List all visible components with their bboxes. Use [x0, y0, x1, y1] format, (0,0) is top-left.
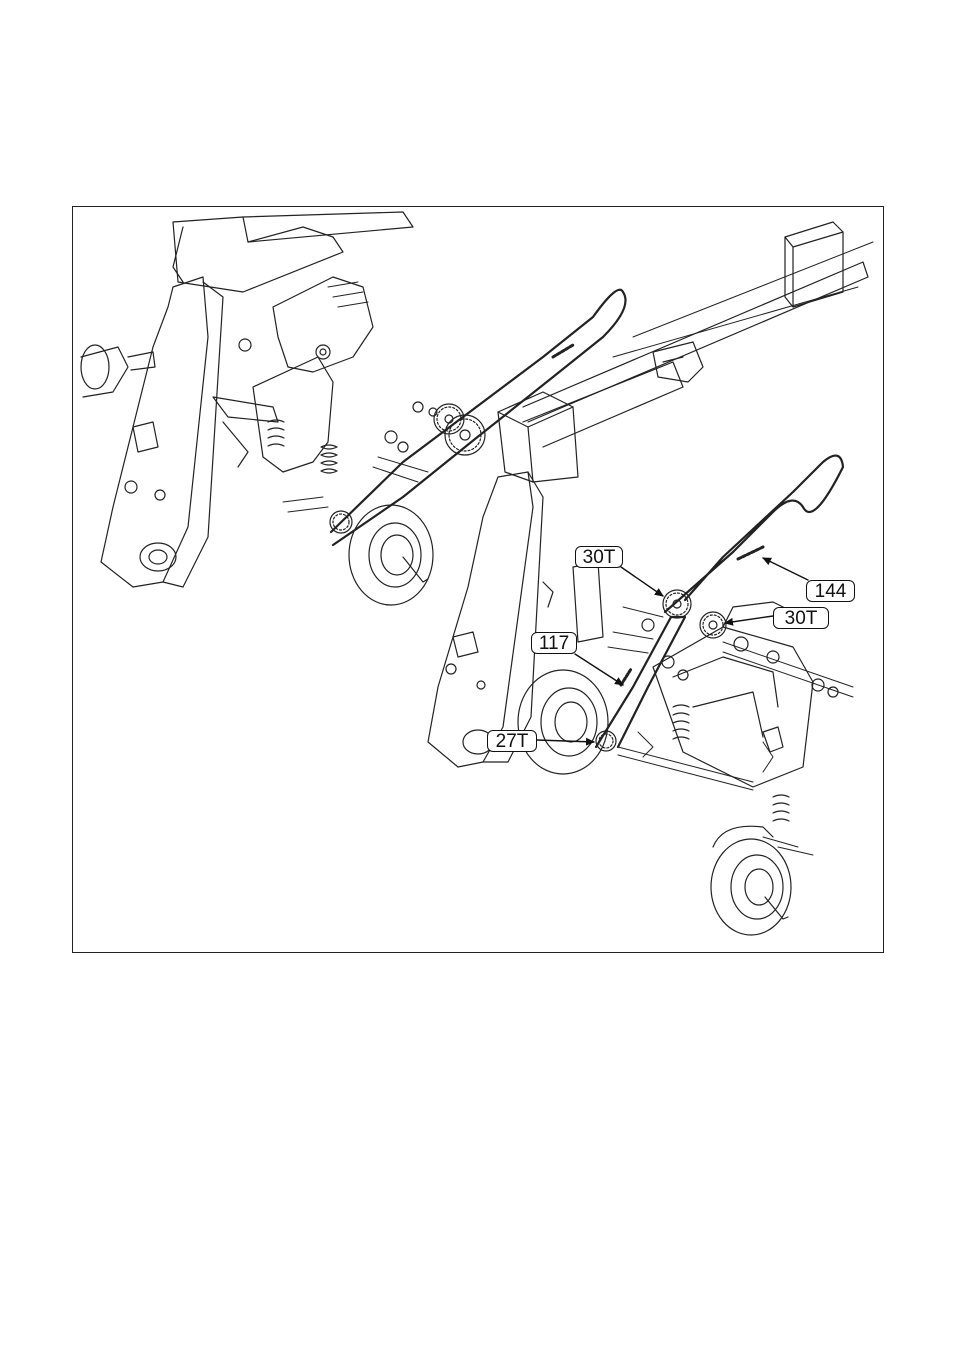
- right-spring-upper: [673, 705, 689, 739]
- callout-30T-right: 30T: [773, 607, 829, 629]
- left-spring-2: [268, 420, 284, 446]
- right-gauge-wheel-front: [711, 826, 791, 935]
- leader-144: [763, 558, 808, 580]
- left-row-unit: [81, 212, 626, 605]
- callout-144: 144: [806, 580, 855, 602]
- left-spring: [321, 445, 337, 473]
- callout-30T-upper: 30T: [575, 546, 623, 568]
- right-gauge-wheel-back: [518, 670, 608, 774]
- leader-lines: [537, 558, 808, 742]
- leader-117: [575, 654, 623, 685]
- leader-30T-upper: [621, 567, 663, 596]
- leader-30T-right: [725, 616, 773, 623]
- sprocket-30T-right: [700, 612, 726, 638]
- left-chain: [331, 290, 626, 545]
- figure-frame: 30T 144 30T 117 27T: [72, 206, 884, 953]
- callout-27T: 27T: [487, 730, 537, 752]
- callout-117: 117: [531, 632, 577, 654]
- left-gauge-wheel: [349, 505, 433, 605]
- planter-drive-illustration: [73, 207, 884, 953]
- right-spring-lower: [773, 795, 789, 821]
